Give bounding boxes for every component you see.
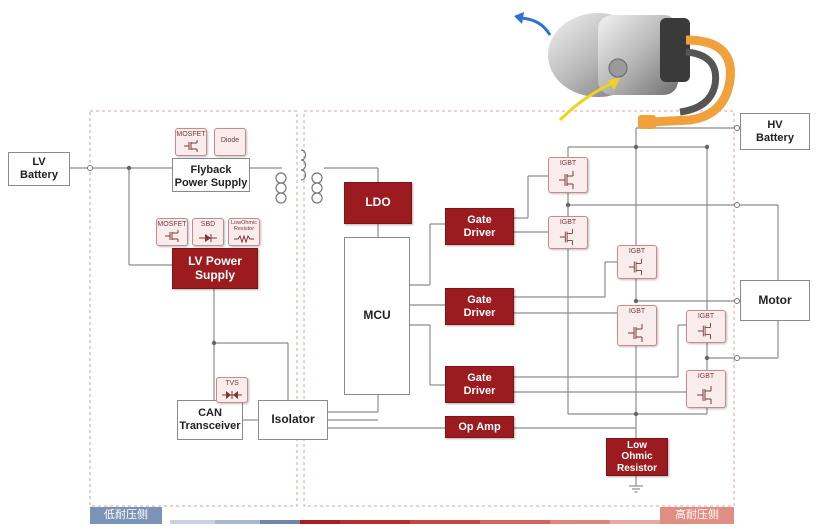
igbt-chip-5: IGBT <box>686 310 726 343</box>
hv-battery-block: HV Battery <box>740 113 810 150</box>
chip-label: MOSFET <box>176 131 206 138</box>
igbt-icon <box>559 171 574 189</box>
igbt-chip-1: IGBT <box>548 157 588 193</box>
igbt-icon <box>697 322 711 340</box>
chip-label: IGBT <box>559 160 577 167</box>
chip-label: TVS <box>225 380 239 387</box>
can-transceiver-block: CAN Transceiver <box>177 400 243 440</box>
igbt-chip-4: IGBT <box>617 305 657 346</box>
lv-battery-block: LV Battery <box>8 152 70 186</box>
gate-driver-1-block: Gate Driver <box>445 208 514 245</box>
igbt-icon <box>628 258 642 276</box>
chip-label: SBD <box>200 221 216 228</box>
tvs-chip: TVS <box>216 377 248 403</box>
lv-low-ohmic-chip: LowOhmic Resistor <box>228 218 260 246</box>
tvs-diode-icon <box>222 391 242 399</box>
flyback-power-supply-block: Flyback Power Supply <box>172 158 250 192</box>
lv-sbd-chip: SBD <box>192 218 224 246</box>
mosfet-icon <box>165 230 179 242</box>
chip-label: IGBT <box>628 248 646 255</box>
igbt-chip-3: IGBT <box>617 245 657 279</box>
gate-driver-2-block: Gate Driver <box>445 288 514 325</box>
diode-icon <box>199 234 217 242</box>
igbt-chip-6: IGBT <box>686 370 726 408</box>
flyback-mosfet-chip: MOSFET <box>175 128 207 156</box>
lv-power-supply-block: LV Power Supply <box>172 248 258 289</box>
igbt-icon <box>628 324 643 342</box>
low-voltage-side-label: 低耐压侧 <box>90 507 162 524</box>
chip-label: IGBT <box>628 308 646 315</box>
chip-label: IGBT <box>697 313 715 320</box>
lv-mosfet-chip: MOSFET <box>156 218 188 246</box>
igbt-icon <box>697 386 712 404</box>
flyback-diode-chip: Diode <box>214 128 246 156</box>
chip-label: Diode <box>220 137 240 144</box>
isolator-block: Isolator <box>258 400 328 440</box>
op-amp-block: Op Amp <box>445 416 514 438</box>
gate-driver-3-block: Gate Driver <box>445 366 514 403</box>
mcu-block: MCU <box>344 237 410 395</box>
mosfet-icon <box>184 140 198 152</box>
igbt-icon <box>559 228 573 246</box>
ldo-block: LDO <box>344 182 412 224</box>
electric-compressor-image <box>514 12 735 129</box>
low-ohmic-resistor-block: Low Ohmic Resistor <box>606 438 668 476</box>
motor-block: Motor <box>740 280 810 321</box>
high-voltage-side-label: 高耐压侧 <box>660 507 734 524</box>
resistor-icon <box>234 235 254 243</box>
chip-label: MOSFET <box>157 221 187 228</box>
chip-label: LowOhmic Resistor <box>231 220 257 232</box>
igbt-chip-2: IGBT <box>548 216 588 249</box>
chip-label: IGBT <box>559 219 577 226</box>
chip-label: IGBT <box>697 373 715 380</box>
